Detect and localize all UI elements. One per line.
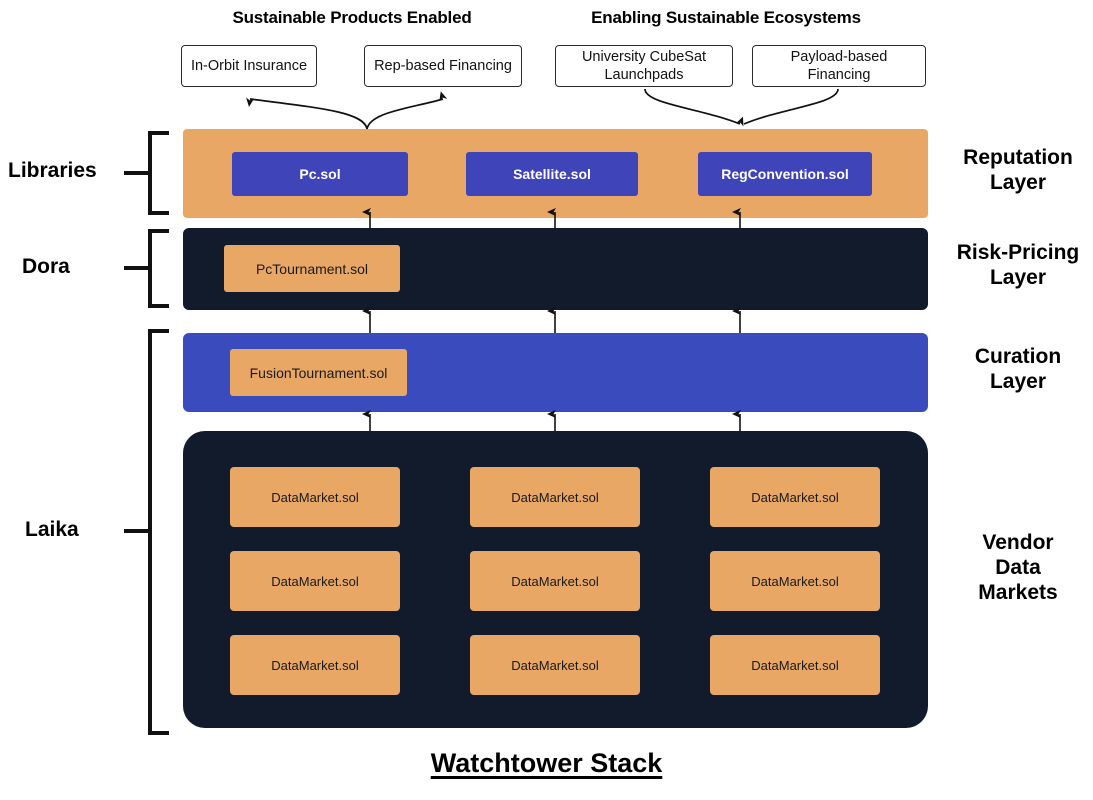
layer-reputation: Pc.sol Satellite.sol RegConvention.sol <box>183 129 928 218</box>
layer-curation: FusionTournament.sol <box>183 333 928 412</box>
arrow-curation-to-risk <box>362 306 741 333</box>
chip-datamarket-sol[interactable]: DataMarket.sol <box>710 551 880 611</box>
chip-pc-sol[interactable]: Pc.sol <box>232 152 408 196</box>
curve-products-left <box>246 91 448 130</box>
group-label-libraries: Libraries <box>8 159 97 182</box>
group-label-laika: Laika <box>25 518 79 541</box>
layer-label-vendor-data-markets: Vendor Data Markets <box>978 531 1058 604</box>
layer-label-risk-pricing: Risk-Pricing Layer <box>956 241 1080 289</box>
chip-datamarket-sol[interactable]: DataMarket.sol <box>710 635 880 695</box>
chip-regconvention-sol[interactable]: RegConvention.sol <box>698 152 872 196</box>
chip-fusiontournament-sol[interactable]: FusionTournament.sol <box>230 349 407 396</box>
chip-datamarket-sol[interactable]: DataMarket.sol <box>470 635 640 695</box>
chip-datamarket-sol[interactable]: DataMarket.sol <box>470 467 640 527</box>
layer-label-curation: Curation Layer <box>974 345 1062 393</box>
curve-ecosystems-right <box>644 88 839 127</box>
chip-datamarket-sol[interactable]: DataMarket.sol <box>230 551 400 611</box>
chip-datamarket-sol[interactable]: DataMarket.sol <box>230 635 400 695</box>
chip-pctournament-sol[interactable]: PcTournament.sol <box>224 245 400 292</box>
section-heading-sustainable-ecosystems: Enabling Sustainable Ecosystems <box>591 8 861 27</box>
section-heading-sustainable-products: Sustainable Products Enabled <box>232 8 472 27</box>
chip-datamarket-sol[interactable]: DataMarket.sol <box>230 467 400 527</box>
layer-vendor-data-markets: DataMarket.sol DataMarket.sol DataMarket… <box>183 431 928 728</box>
product-box-university-cubesat-launchpads[interactable]: University CubeSat Launchpads <box>555 45 733 87</box>
bracket-libraries <box>124 131 169 215</box>
product-box-rep-based-financing[interactable]: Rep-based Financing <box>364 45 522 87</box>
page-title: Watchtower Stack <box>430 748 663 778</box>
product-box-payload-based-financing[interactable]: Payload-based Financing <box>752 45 926 87</box>
chip-datamarket-sol[interactable]: DataMarket.sol <box>710 467 880 527</box>
product-box-in-orbit-insurance[interactable]: In-Orbit Insurance <box>181 45 317 87</box>
chip-satellite-sol[interactable]: Satellite.sol <box>466 152 638 196</box>
arrow-vendor-to-curation <box>362 409 741 431</box>
layer-label-reputation: Reputation Layer <box>963 146 1073 194</box>
group-label-dora: Dora <box>22 255 70 278</box>
layer-risk-pricing: PcTournament.sol <box>183 228 928 310</box>
chip-datamarket-sol[interactable]: DataMarket.sol <box>470 551 640 611</box>
